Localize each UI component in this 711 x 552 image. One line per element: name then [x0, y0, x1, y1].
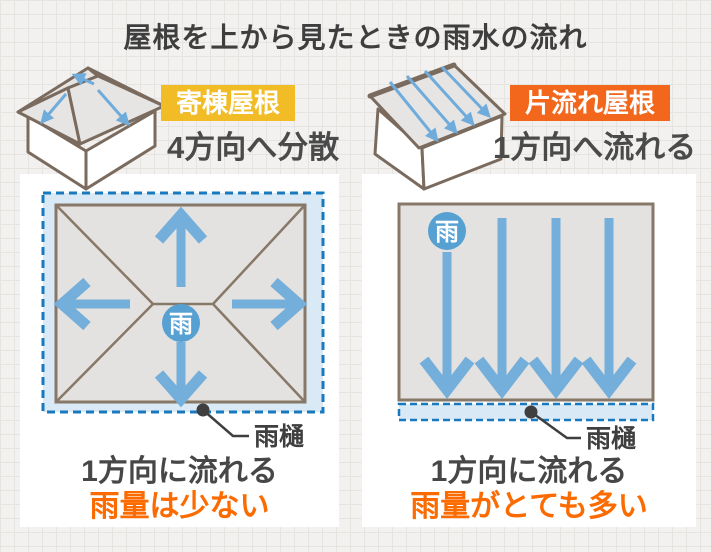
- rain-flow-arrow: [440, 65, 491, 118]
- flow-arrow-left: [53, 277, 130, 331]
- shed-roof-caption: 1方向へ流れる: [493, 130, 697, 165]
- flow-arrow-down: [474, 218, 530, 400]
- flow-arrow-down: [528, 218, 584, 400]
- flow-arrow-down: [581, 218, 637, 400]
- rain-flow-arrow: [405, 75, 458, 135]
- svg-text:雨: 雨: [435, 219, 459, 246]
- page-title: 屋根を上から見たときの雨水の流れ: [123, 22, 588, 53]
- hip-result-line2: 雨量は少ない: [89, 490, 270, 523]
- flow-arrow-right: [232, 277, 308, 331]
- rain-badge: 雨: [428, 212, 466, 250]
- shed-roof-panel: 雨 雨樋 1方向に流れる 雨量がとても多い: [362, 174, 696, 527]
- hip-ridge-lines: [55, 204, 306, 403]
- shed-roof-plan-diagram: 雨 雨樋: [397, 202, 655, 453]
- hip-roof-caption: 4方向へ分散: [167, 130, 340, 165]
- svg-text:雨: 雨: [169, 311, 193, 338]
- rain-flow-arrow: [388, 81, 439, 143]
- gutter-leader-line: [202, 409, 249, 438]
- shed-result-line1: 1方向に流れる: [430, 455, 628, 488]
- shed-roof-tag: 片流れ屋根: [510, 85, 671, 121]
- hip-roof-panel: 雨 雨樋 1方向に流れる 雨量は少ない: [20, 174, 339, 527]
- gutter-label: 雨樋: [586, 425, 636, 453]
- hip-result-line1: 1方向に流れる: [81, 455, 278, 488]
- shed-roof-3d-icon: [367, 62, 507, 191]
- flow-arrow-down: [419, 252, 475, 400]
- flow-arrow-down: [154, 342, 208, 408]
- hip-roof-plan-diagram: 雨 雨樋: [41, 191, 325, 451]
- rain-badge: 雨: [162, 304, 200, 342]
- gutter-label: 雨樋: [254, 423, 304, 451]
- hip-roof-tag: 寄棟屋根: [161, 85, 296, 121]
- rain-flow-arrow: [423, 69, 475, 127]
- gutter-leader-line: [530, 410, 581, 440]
- house-wall: [84, 109, 157, 191]
- shed-result-line2: 雨量がとても多い: [410, 490, 648, 523]
- flow-arrow-up: [154, 206, 208, 287]
- hip-roof-3d-icon: [16, 66, 166, 191]
- rain-flow-arrow: [96, 89, 130, 127]
- rain-flow-arrow: [40, 93, 68, 125]
- rain-flow-arrow: [71, 73, 95, 86]
